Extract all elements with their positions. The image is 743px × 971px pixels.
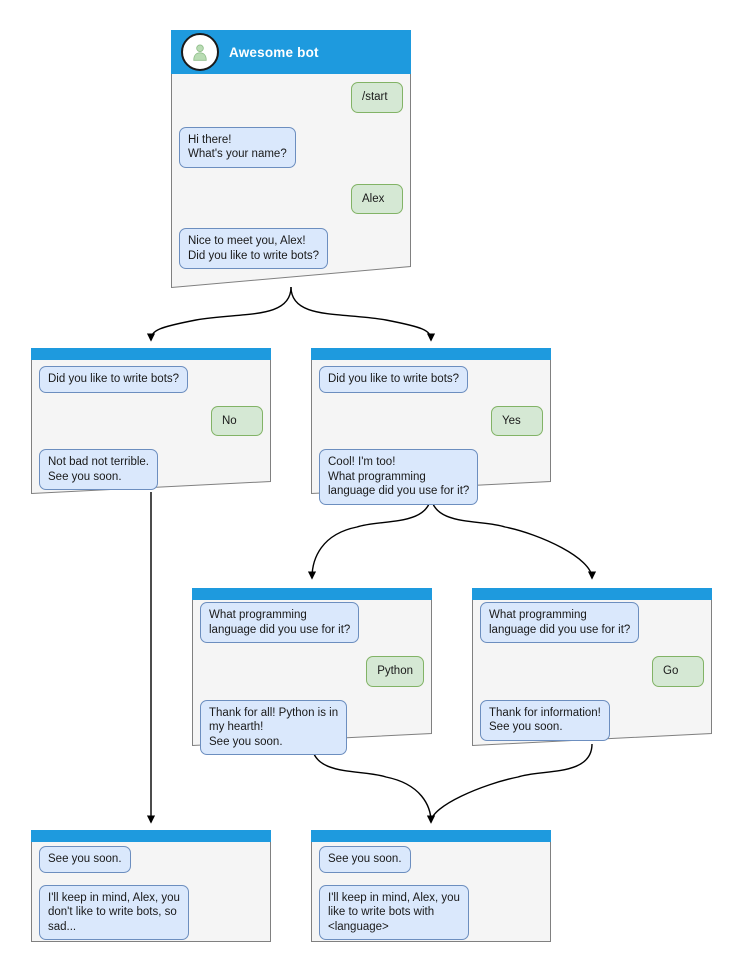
message-row: Did you like to write bots?	[319, 366, 543, 393]
bot-message-bubble[interactable]: I'll keep in mind, Alex, you don't like …	[39, 884, 189, 940]
node-yes-branch-messages: Did you like to write bots? Yes Cool! I'…	[311, 366, 551, 505]
person-avatar-icon	[181, 33, 219, 71]
node-no-branch[interactable]: Did you like to write bots? No Not bad n…	[31, 348, 271, 494]
message-row: What programming language did you use fo…	[200, 602, 424, 643]
edge-python-to-end-happy	[311, 743, 436, 824]
bot-message-bubble[interactable]: See you soon.	[319, 846, 411, 873]
user-message-bubble[interactable]: Yes	[491, 405, 543, 436]
message-row: See you soon.	[39, 846, 263, 873]
bot-message-bubble[interactable]: Did you like to write bots?	[39, 366, 189, 393]
message-row: I'll keep in mind, Alex, you don't like …	[39, 884, 263, 940]
node-root-header: Awesome bot	[171, 30, 411, 74]
user-message-bubble[interactable]: Python	[366, 656, 424, 687]
message-row: Thank for all! Python is in my hearth! S…	[200, 699, 424, 755]
node-python-branch-messages: What programming language did you use fo…	[192, 602, 432, 755]
message-row: Nice to meet you, Alex! Did you like to …	[179, 228, 403, 269]
node-go-branch-header	[472, 588, 712, 600]
edge-yes-to-go	[430, 493, 597, 580]
node-yes-branch-header	[311, 348, 551, 360]
message-row: No	[39, 405, 263, 436]
node-yes-branch[interactable]: Did you like to write bots? Yes Cool! I'…	[311, 348, 551, 505]
node-go-branch[interactable]: What programming language did you use fo…	[472, 588, 712, 746]
message-row: Not bad not terrible. See you soon.	[39, 449, 263, 490]
user-message-bubble[interactable]: /start	[351, 82, 403, 113]
message-row: Alex	[179, 183, 403, 214]
message-row: Thank for information! See you soon.	[480, 699, 704, 741]
edge-yes-to-python	[307, 493, 432, 580]
bot-message-bubble[interactable]: Thank for all! Python is in my hearth! S…	[200, 699, 348, 755]
message-row: /start	[179, 82, 403, 113]
bot-message-bubble[interactable]: What programming language did you use fo…	[480, 602, 640, 643]
bot-message-bubble[interactable]: Hi there! What's your name?	[179, 126, 296, 168]
edge-go-to-end-happy	[426, 743, 593, 824]
bot-message-bubble[interactable]: Did you like to write bots?	[319, 366, 469, 393]
node-end-sad-header	[31, 830, 271, 842]
node-no-branch-header	[31, 348, 271, 360]
node-end-happy-header	[311, 830, 551, 842]
message-row: What programming language did you use fo…	[480, 602, 704, 643]
node-python-branch[interactable]: What programming language did you use fo…	[192, 588, 432, 755]
bot-message-bubble[interactable]: Nice to meet you, Alex! Did you like to …	[179, 228, 329, 269]
message-row: Cool! I'm too! What programming language…	[319, 449, 543, 505]
edge-root-to-no	[146, 286, 292, 342]
node-end-sad[interactable]: See you soon. I'll keep in mind, Alex, y…	[31, 830, 271, 942]
message-row: Hi there! What's your name?	[179, 126, 403, 168]
bot-message-bubble[interactable]: Thank for information! See you soon.	[480, 699, 610, 741]
bot-message-bubble[interactable]: See you soon.	[39, 846, 131, 873]
message-row: I'll keep in mind, Alex, you like to wri…	[319, 884, 543, 940]
user-message-bubble[interactable]: Alex	[351, 183, 403, 214]
message-row: See you soon.	[319, 846, 543, 873]
node-root[interactable]: Awesome bot /start Hi there! What's your…	[171, 30, 411, 288]
bot-message-bubble[interactable]: Cool! I'm too! What programming language…	[319, 449, 479, 505]
bot-message-bubble[interactable]: I'll keep in mind, Alex, you like to wri…	[319, 884, 469, 940]
bot-message-bubble[interactable]: Not bad not terrible. See you soon.	[39, 449, 159, 490]
node-end-happy[interactable]: See you soon. I'll keep in mind, Alex, y…	[311, 830, 551, 942]
node-go-branch-messages: What programming language did you use fo…	[472, 602, 712, 741]
user-message-bubble[interactable]: No	[211, 405, 263, 436]
node-end-sad-messages: See you soon. I'll keep in mind, Alex, y…	[31, 846, 271, 940]
node-no-branch-messages: Did you like to write bots? No Not bad n…	[31, 366, 271, 490]
edge-root-to-yes	[290, 286, 436, 342]
message-row: Python	[200, 656, 424, 687]
node-python-branch-header	[192, 588, 432, 600]
user-message-bubble[interactable]: Go	[652, 656, 704, 687]
bot-title: Awesome bot	[229, 44, 319, 60]
node-root-messages: /start Hi there! What's your name? Alex …	[171, 82, 411, 269]
message-row: Yes	[319, 405, 543, 436]
node-end-happy-messages: See you soon. I'll keep in mind, Alex, y…	[311, 846, 551, 940]
message-row: Go	[480, 656, 704, 687]
bot-message-bubble[interactable]: What programming language did you use fo…	[200, 602, 360, 643]
message-row: Did you like to write bots?	[39, 366, 263, 393]
